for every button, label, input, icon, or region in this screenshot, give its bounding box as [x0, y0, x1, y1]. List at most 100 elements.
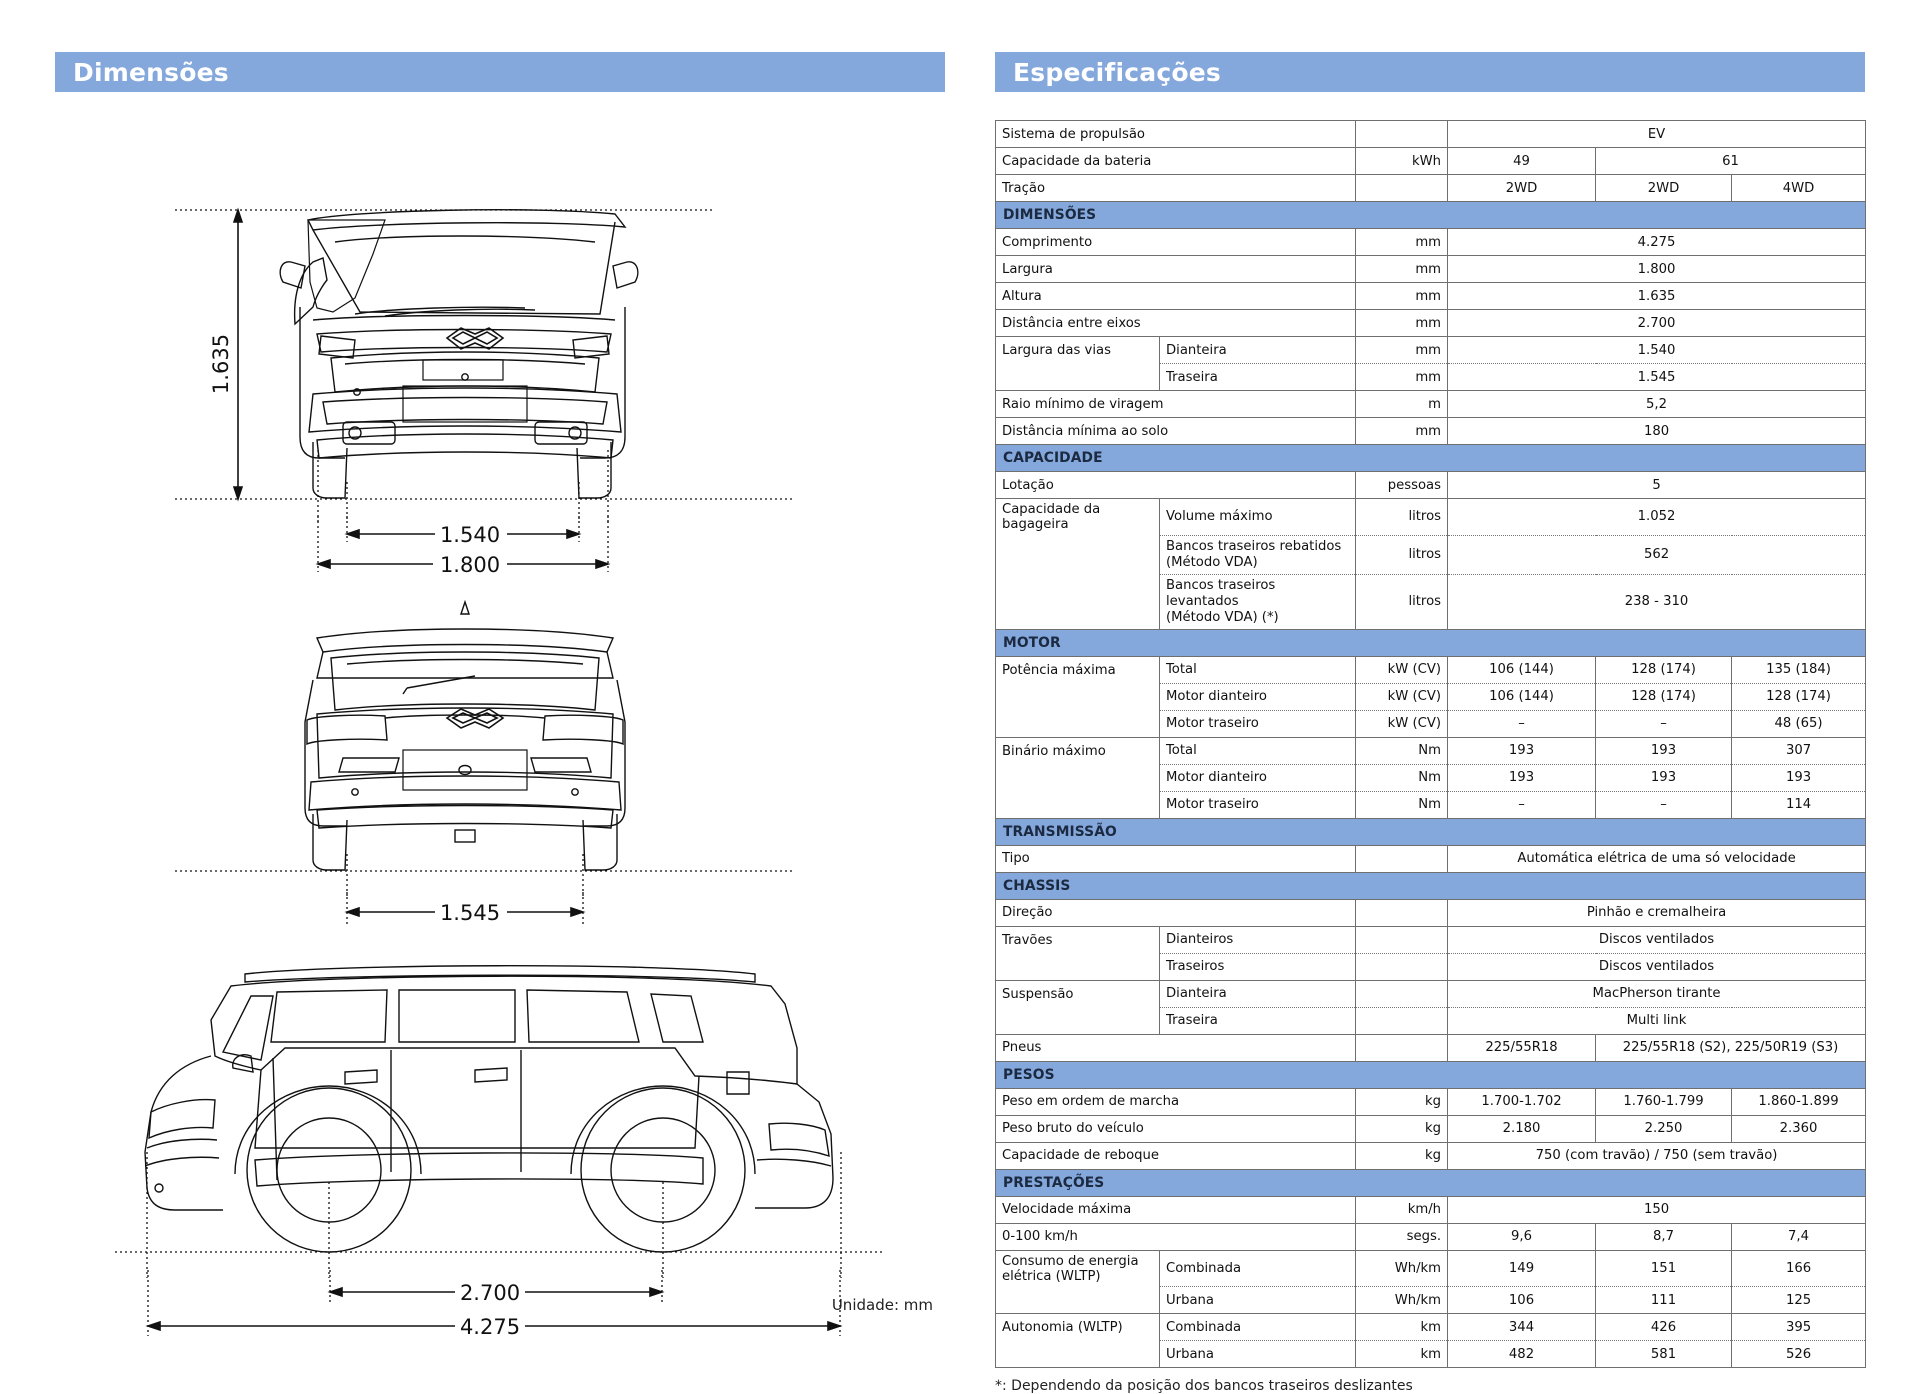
- row-value: 1.700-1.702: [1447, 1087, 1597, 1116]
- row-value: 5: [1447, 471, 1867, 499]
- row-label: Peso em ordem de marcha: [994, 1087, 1357, 1116]
- row-sublabel: Total: [1158, 736, 1357, 765]
- row-unit: mm: [1355, 255, 1449, 283]
- row-value: 111: [1595, 1286, 1733, 1315]
- row-unit: kW (CV): [1355, 682, 1449, 711]
- unit-note: Unidade: mm: [831, 1296, 933, 1314]
- row-value: 426: [1595, 1313, 1733, 1342]
- row-label: Distância mínima ao solo: [994, 417, 1357, 445]
- row-unit: segs.: [1355, 1222, 1449, 1251]
- row-unit: kWh: [1355, 147, 1449, 175]
- row-label: [995, 535, 1160, 575]
- row-value: 1.052: [1447, 498, 1867, 536]
- front-track-dimension-label: 1.540: [440, 523, 500, 547]
- row-label: [995, 683, 1160, 711]
- row-value: 149: [1447, 1249, 1597, 1288]
- row-label: Suspensão: [995, 979, 1160, 1008]
- row-sublabel: Dianteira: [1158, 979, 1357, 1008]
- row-sublabel: Combinada: [1158, 1313, 1357, 1342]
- row-sublabel: Motor dianteiro: [1158, 682, 1357, 711]
- row-label: [995, 574, 1160, 630]
- row-label: [995, 764, 1160, 792]
- row-value: 193: [1447, 736, 1597, 765]
- row-unit: m: [1355, 390, 1449, 418]
- row-label: Capacidade da bagageira: [995, 498, 1160, 535]
- row-value: 750 (com travão) / 750 (sem travão): [1447, 1141, 1867, 1170]
- rear-track-dimension-label: 1.545: [440, 901, 500, 925]
- row-label: Distância entre eixos: [994, 309, 1357, 337]
- row-unit: kg: [1355, 1087, 1449, 1116]
- row-label: Tipo: [994, 844, 1357, 873]
- row-unit: km/h: [1355, 1195, 1449, 1224]
- row-sublabel: Total: [1158, 655, 1357, 684]
- row-sublabel: Urbana: [1158, 1340, 1357, 1369]
- row-sublabel: Urbana: [1158, 1286, 1357, 1315]
- overall-length-dimension-label: 4.275: [460, 1315, 520, 1339]
- row-label: [995, 1340, 1160, 1369]
- row-value: 128 (174): [1595, 682, 1733, 711]
- section-label: PRESTAÇÕES: [994, 1168, 1867, 1197]
- row-unit: Nm: [1355, 736, 1449, 765]
- suzuki-rear-emblem-shape: [445, 708, 505, 729]
- row-label: [995, 953, 1160, 981]
- row-value: 135 (184): [1731, 655, 1867, 684]
- row-unit: [1355, 120, 1449, 148]
- row-unit: litros: [1355, 573, 1449, 630]
- row-unit: [1355, 898, 1449, 927]
- row-sublabel: Motor traseiro: [1158, 790, 1357, 819]
- row-unit: km: [1355, 1340, 1449, 1369]
- row-label: Comprimento: [994, 228, 1357, 256]
- table-section-header: PESOS: [994, 1060, 1867, 1089]
- row-label: Direção: [994, 898, 1357, 927]
- specifications-banner-title: Especificações: [995, 52, 1865, 92]
- row-value: EV: [1447, 120, 1867, 148]
- row-value: 344: [1447, 1313, 1597, 1342]
- row-value: 4WD: [1731, 174, 1867, 202]
- row-value: 106 (144): [1447, 655, 1597, 684]
- row-value: 307: [1731, 736, 1867, 765]
- row-unit: Wh/km: [1355, 1286, 1449, 1315]
- row-value: 1.760-1.799: [1595, 1087, 1733, 1116]
- row-label: Binário máximo: [995, 736, 1160, 765]
- row-value: 106 (144): [1447, 682, 1597, 711]
- row-value: 1.545: [1447, 363, 1867, 391]
- row-value: –: [1447, 709, 1597, 738]
- row-value: –: [1447, 790, 1597, 819]
- row-unit: kg: [1355, 1114, 1449, 1143]
- row-label: [995, 1007, 1160, 1035]
- row-unit: [1355, 1006, 1449, 1035]
- row-label: Peso bruto do veículo: [994, 1114, 1357, 1143]
- row-value: 5,2: [1447, 390, 1867, 418]
- row-value: Discos ventilados: [1447, 925, 1867, 954]
- dimensions-banner-title: Dimensões: [55, 52, 945, 92]
- row-unit: mm: [1355, 282, 1449, 310]
- row-label: Largura das vias: [995, 336, 1160, 364]
- row-value: 2.360: [1731, 1114, 1867, 1143]
- section-label: CAPACIDADE: [994, 444, 1867, 472]
- row-value: –: [1595, 790, 1733, 819]
- row-unit: kg: [1355, 1141, 1449, 1170]
- dimensions-panel: Dimensões: [55, 52, 945, 1339]
- row-label: [995, 1286, 1160, 1315]
- row-label: Sistema de propulsão: [994, 120, 1357, 148]
- row-label: Raio mínimo de viragem: [994, 390, 1357, 418]
- row-sublabel: Bancos traseiros rebatidos(Método VDA): [1158, 534, 1357, 575]
- row-value: 2WD: [1595, 174, 1733, 202]
- row-unit: [1355, 979, 1449, 1008]
